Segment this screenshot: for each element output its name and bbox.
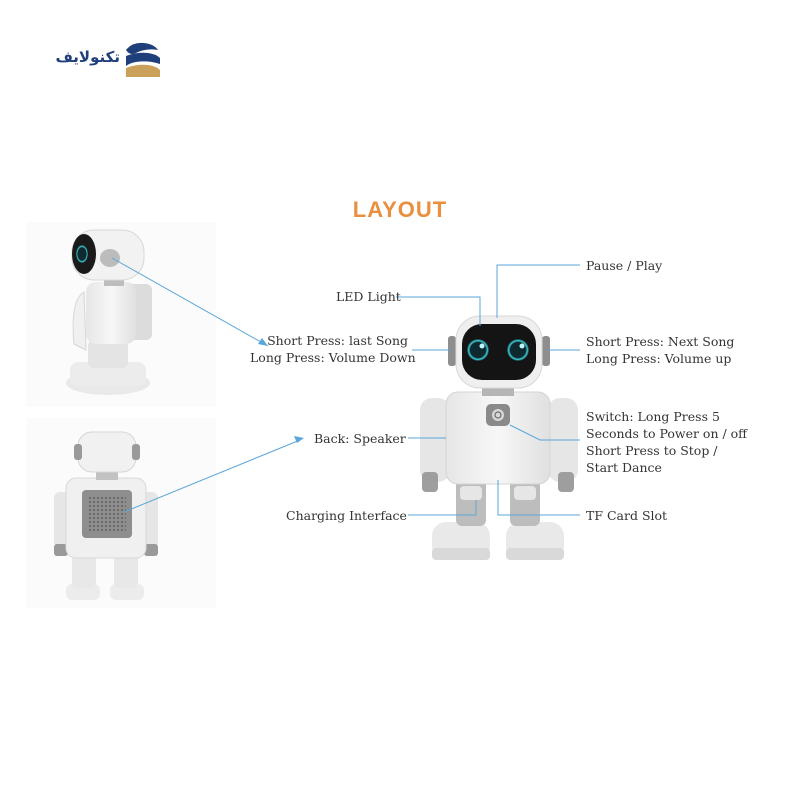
- callout-left-press-short: Short Press: last Song: [267, 333, 408, 348]
- brand-mark-icon: [126, 42, 160, 77]
- page-title: LAYOUT: [352, 197, 448, 222]
- callout-switch-line2: Seconds to Power on / off: [586, 426, 748, 441]
- callout-switch-line4: Start Dance: [586, 460, 662, 475]
- callout-left-press: Short Press: last Song Long Press: Volum…: [250, 332, 416, 366]
- callout-right-press: Short Press: Next Song Long Press: Volum…: [586, 333, 734, 367]
- robot-back-view: [54, 431, 158, 600]
- callout-led-light: LED Light: [336, 289, 401, 304]
- callout-switch: Switch: Long Press 5 Seconds to Power on…: [586, 408, 747, 476]
- robot-side-view: [66, 229, 152, 395]
- callout-switch-line3: Short Press to Stop /: [586, 443, 718, 458]
- callout-tf-card: TF Card Slot: [586, 508, 668, 523]
- brand-logo: تکنولایف: [38, 40, 163, 80]
- callout-charging: Charging Interface: [286, 508, 407, 523]
- callout-right-press-short: Short Press: Next Song: [586, 334, 735, 349]
- callout-pause-play: Pause / Play: [586, 258, 663, 273]
- robot-front-view: [420, 315, 578, 560]
- callout-right-press-long: Long Press: Volume up: [586, 351, 732, 366]
- leader-lines: [111, 257, 580, 516]
- brand-name: تکنولایف: [55, 48, 120, 66]
- callout-left-press-long: Long Press: Volume Down: [250, 350, 416, 365]
- callout-switch-line1: Switch: Long Press 5: [586, 409, 720, 424]
- arrowheads: [258, 338, 304, 443]
- callout-back-speaker: Back: Speaker: [314, 431, 406, 446]
